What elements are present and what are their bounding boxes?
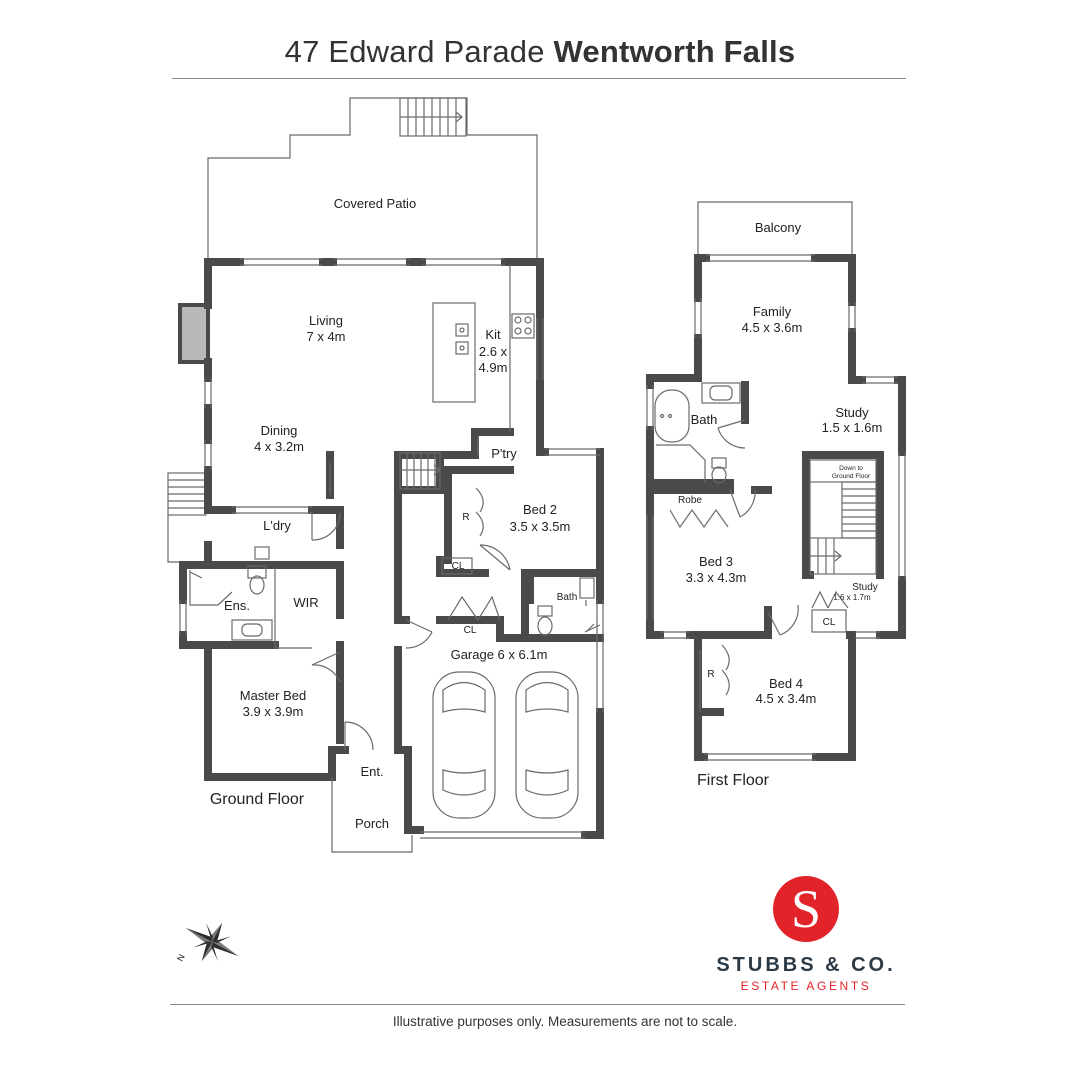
label-porch: Porch <box>355 816 389 831</box>
label-ff-bath: Bath <box>691 412 718 427</box>
ground-floor-windows <box>179 258 604 839</box>
label-living: Living <box>309 313 343 328</box>
label-master-bed: Master Bed <box>240 688 306 703</box>
balcony-outline <box>697 201 853 258</box>
label-family: Family <box>753 304 792 319</box>
label-study2: Study <box>852 582 878 593</box>
label-bed4-size: 4.5 x 3.4m <box>756 691 817 706</box>
address-text: 47 Edward Parade <box>284 34 545 69</box>
label-closet-2: CL <box>464 625 477 636</box>
label-master-bed-size: 3.9 x 3.9m <box>243 704 304 719</box>
first-floor-stairs <box>809 459 877 575</box>
label-bed4: Bed 4 <box>769 676 803 691</box>
label-kitchen-size-1: 2.6 x <box>479 344 508 359</box>
agency-brand: S STUBBS & CO. ESTATE AGENTS <box>700 876 912 993</box>
label-bed2-robe: R <box>462 512 469 523</box>
label-stairs-note-2: Ground Floor <box>832 473 871 480</box>
label-kitchen-size-2: 4.9m <box>479 360 508 375</box>
porch-outline <box>331 777 413 853</box>
compass-rose-icon <box>185 922 239 962</box>
label-garage: Garage 6 x 6.1m <box>451 647 548 662</box>
label-bed4-robe: R <box>707 669 714 680</box>
label-bed2-size: 3.5 x 3.5m <box>510 519 571 534</box>
label-study2-size: 1.6 x 1.7m <box>833 593 871 602</box>
disclaimer-text: Illustrative purposes only. Measurements… <box>392 1014 738 1029</box>
fireplace <box>178 303 210 364</box>
label-covered-patio: Covered Patio <box>334 196 416 211</box>
brand-name: STUBBS & CO. <box>716 954 896 976</box>
footer-rule <box>170 1004 905 1005</box>
label-bed3-size: 3.3 x 4.3m <box>686 570 747 585</box>
label-wir: WIR <box>293 595 318 610</box>
page-title: 47 Edward Parade Wentworth Falls <box>0 34 1080 70</box>
label-laundry: L'dry <box>263 518 291 533</box>
ground-floor-doors <box>189 487 601 751</box>
label-ff-closet: CL <box>823 617 836 628</box>
label-study-size: 1.5 x 1.6m <box>822 420 883 435</box>
label-living-size: 7 x 4m <box>306 329 345 344</box>
first-floor-walls <box>646 254 906 761</box>
label-kitchen: Kit <box>485 327 501 342</box>
header-rule <box>172 78 906 79</box>
interior-stairs <box>399 452 441 490</box>
compass-north-label: N <box>175 953 187 963</box>
first-floor-label: First Floor <box>697 772 770 789</box>
ground-floor-walls <box>179 258 604 839</box>
first-floor-doors <box>669 489 849 712</box>
label-closet-1: CL <box>452 561 465 572</box>
label-robe: Robe <box>678 495 702 506</box>
label-family-size: 4.5 x 3.6m <box>742 320 803 335</box>
stubbs-logo-icon: S <box>773 876 839 942</box>
brand-tagline: ESTATE AGENTS <box>740 979 872 993</box>
ground-floor-bath-fixtures <box>189 546 595 649</box>
covered-patio-outline <box>207 97 538 262</box>
label-dining: Dining <box>261 423 298 438</box>
ground-floor-plan: Covered Patio Living 7 x 4m Kit 2.6 x 4.… <box>167 97 604 853</box>
label-gf-bath: Bath <box>557 592 578 603</box>
kitchen-fixtures <box>432 265 535 455</box>
label-pantry: P'try <box>491 446 517 461</box>
first-floor-windows <box>646 254 906 761</box>
label-study: Study <box>835 405 869 420</box>
side-stairs <box>167 472 207 563</box>
label-stairs-note-1: Down to <box>839 465 863 472</box>
label-bed2: Bed 2 <box>523 502 557 517</box>
first-floor-plan: Balcony Family 4.5 x 3.6m Bath Study 1.5… <box>646 201 906 789</box>
label-ensuite: Ens. <box>224 598 250 613</box>
ground-floor-label: Ground Floor <box>210 791 305 808</box>
label-balcony: Balcony <box>755 220 802 235</box>
first-floor-bath-fixtures <box>654 382 746 484</box>
label-entry: Ent. <box>360 764 383 779</box>
label-dining-size: 4 x 3.2m <box>254 439 304 454</box>
label-bed3: Bed 3 <box>699 554 733 569</box>
suburb-text: Wentworth Falls <box>553 34 796 69</box>
garage-cars <box>432 671 579 819</box>
